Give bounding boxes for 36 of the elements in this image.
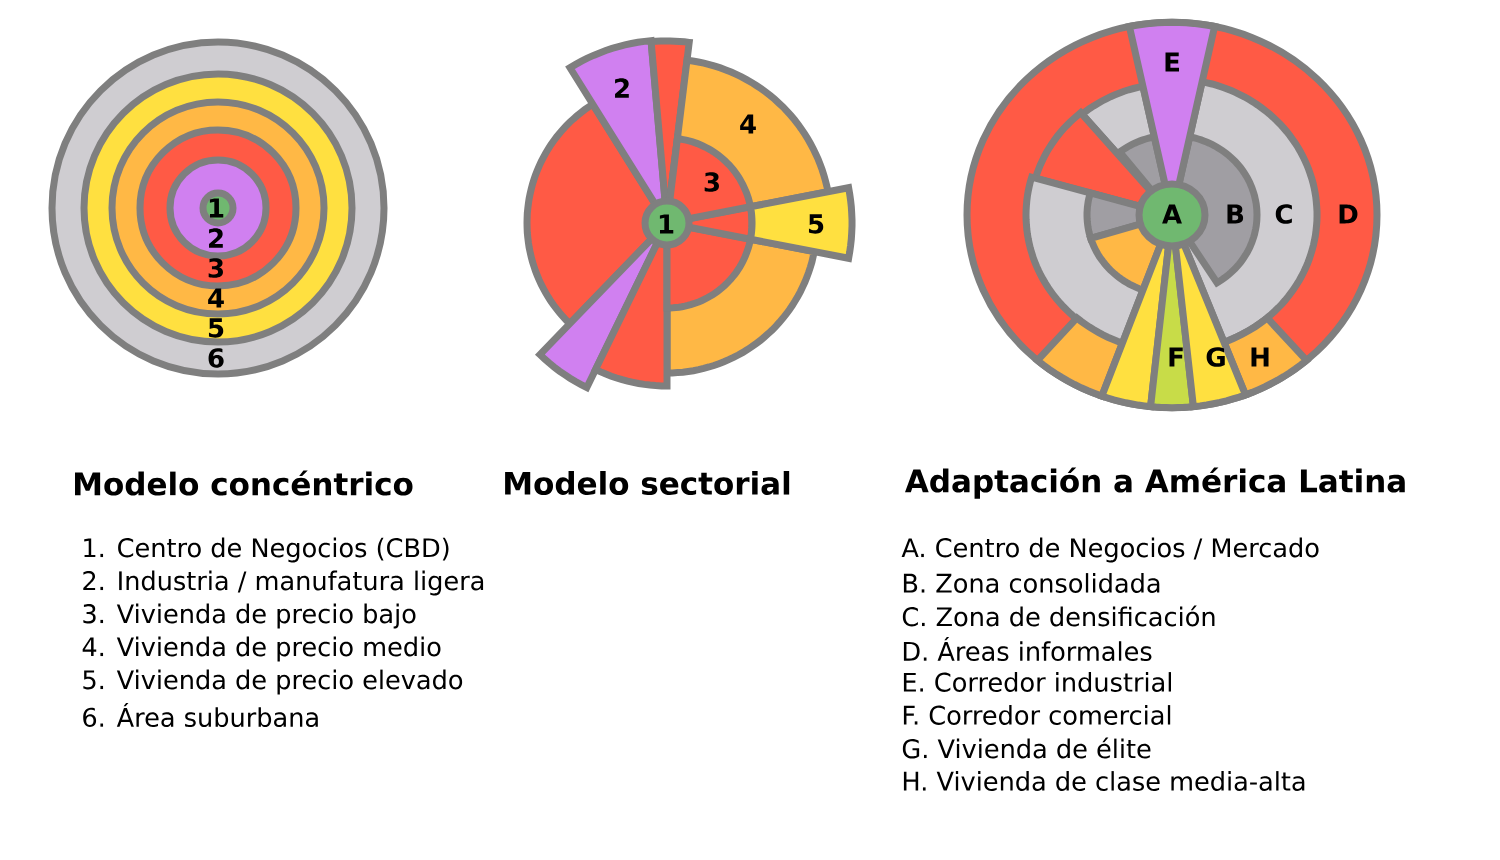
legend-item: 4. Vivienda de precio medio: [82, 636, 441, 662]
legend-item: 6. Área suburbana: [83, 702, 318, 728]
zone-number: 4: [208, 288, 224, 308]
model-title: Modelo concéntrico: [75, 470, 413, 496]
zone-number: 1: [209, 198, 224, 218]
zone-number: 3: [704, 172, 719, 192]
zone-number: 5: [808, 214, 824, 234]
legend-item: C. Zona de densificación: [902, 605, 1215, 627]
zone-number: 5: [208, 318, 224, 338]
legend-item: E. Corredor industrial: [903, 672, 1171, 692]
legend-item: 5. Vivienda de precio elevado: [83, 669, 463, 695]
zone-number: 2: [209, 228, 223, 248]
zone-letter: D: [1339, 204, 1358, 224]
legend-item: F. Corredor comercial: [903, 705, 1171, 725]
zone-letter: F: [1169, 347, 1183, 367]
legend-item: D. Áreas informales: [903, 636, 1152, 662]
zone-number: 3: [208, 258, 223, 278]
zone-number: 4: [740, 114, 756, 134]
zone-letter: G: [1206, 347, 1225, 367]
legend-item: 2. Industria / manufatura ligera: [83, 570, 484, 596]
model-title: Adaptación a América Latina: [905, 467, 1405, 499]
zone-number: 6: [208, 348, 224, 368]
legend-item: 3. Vivienda de precio bajo: [83, 603, 416, 629]
zone-letter: E: [1165, 52, 1179, 72]
legend-item: H. Vivienda de clase media-alta: [903, 771, 1305, 791]
zone-letter: A: [1162, 204, 1182, 224]
model-title: Modelo sectorial: [505, 471, 790, 495]
legend-item: A. Centro de Negocios / Mercado: [901, 537, 1319, 563]
zone-letter: C: [1275, 204, 1292, 224]
zone-number: 2: [615, 78, 629, 98]
legend-item: G. Vivienda de élite: [902, 737, 1151, 759]
zone-letter: B: [1227, 204, 1244, 224]
legend-item: B. Zona consolidada: [903, 573, 1160, 593]
legend-item: 1. Centro de Negocios (CBD): [84, 537, 449, 563]
zone-number: 1: [659, 214, 674, 234]
zone-letter: H: [1251, 347, 1269, 367]
